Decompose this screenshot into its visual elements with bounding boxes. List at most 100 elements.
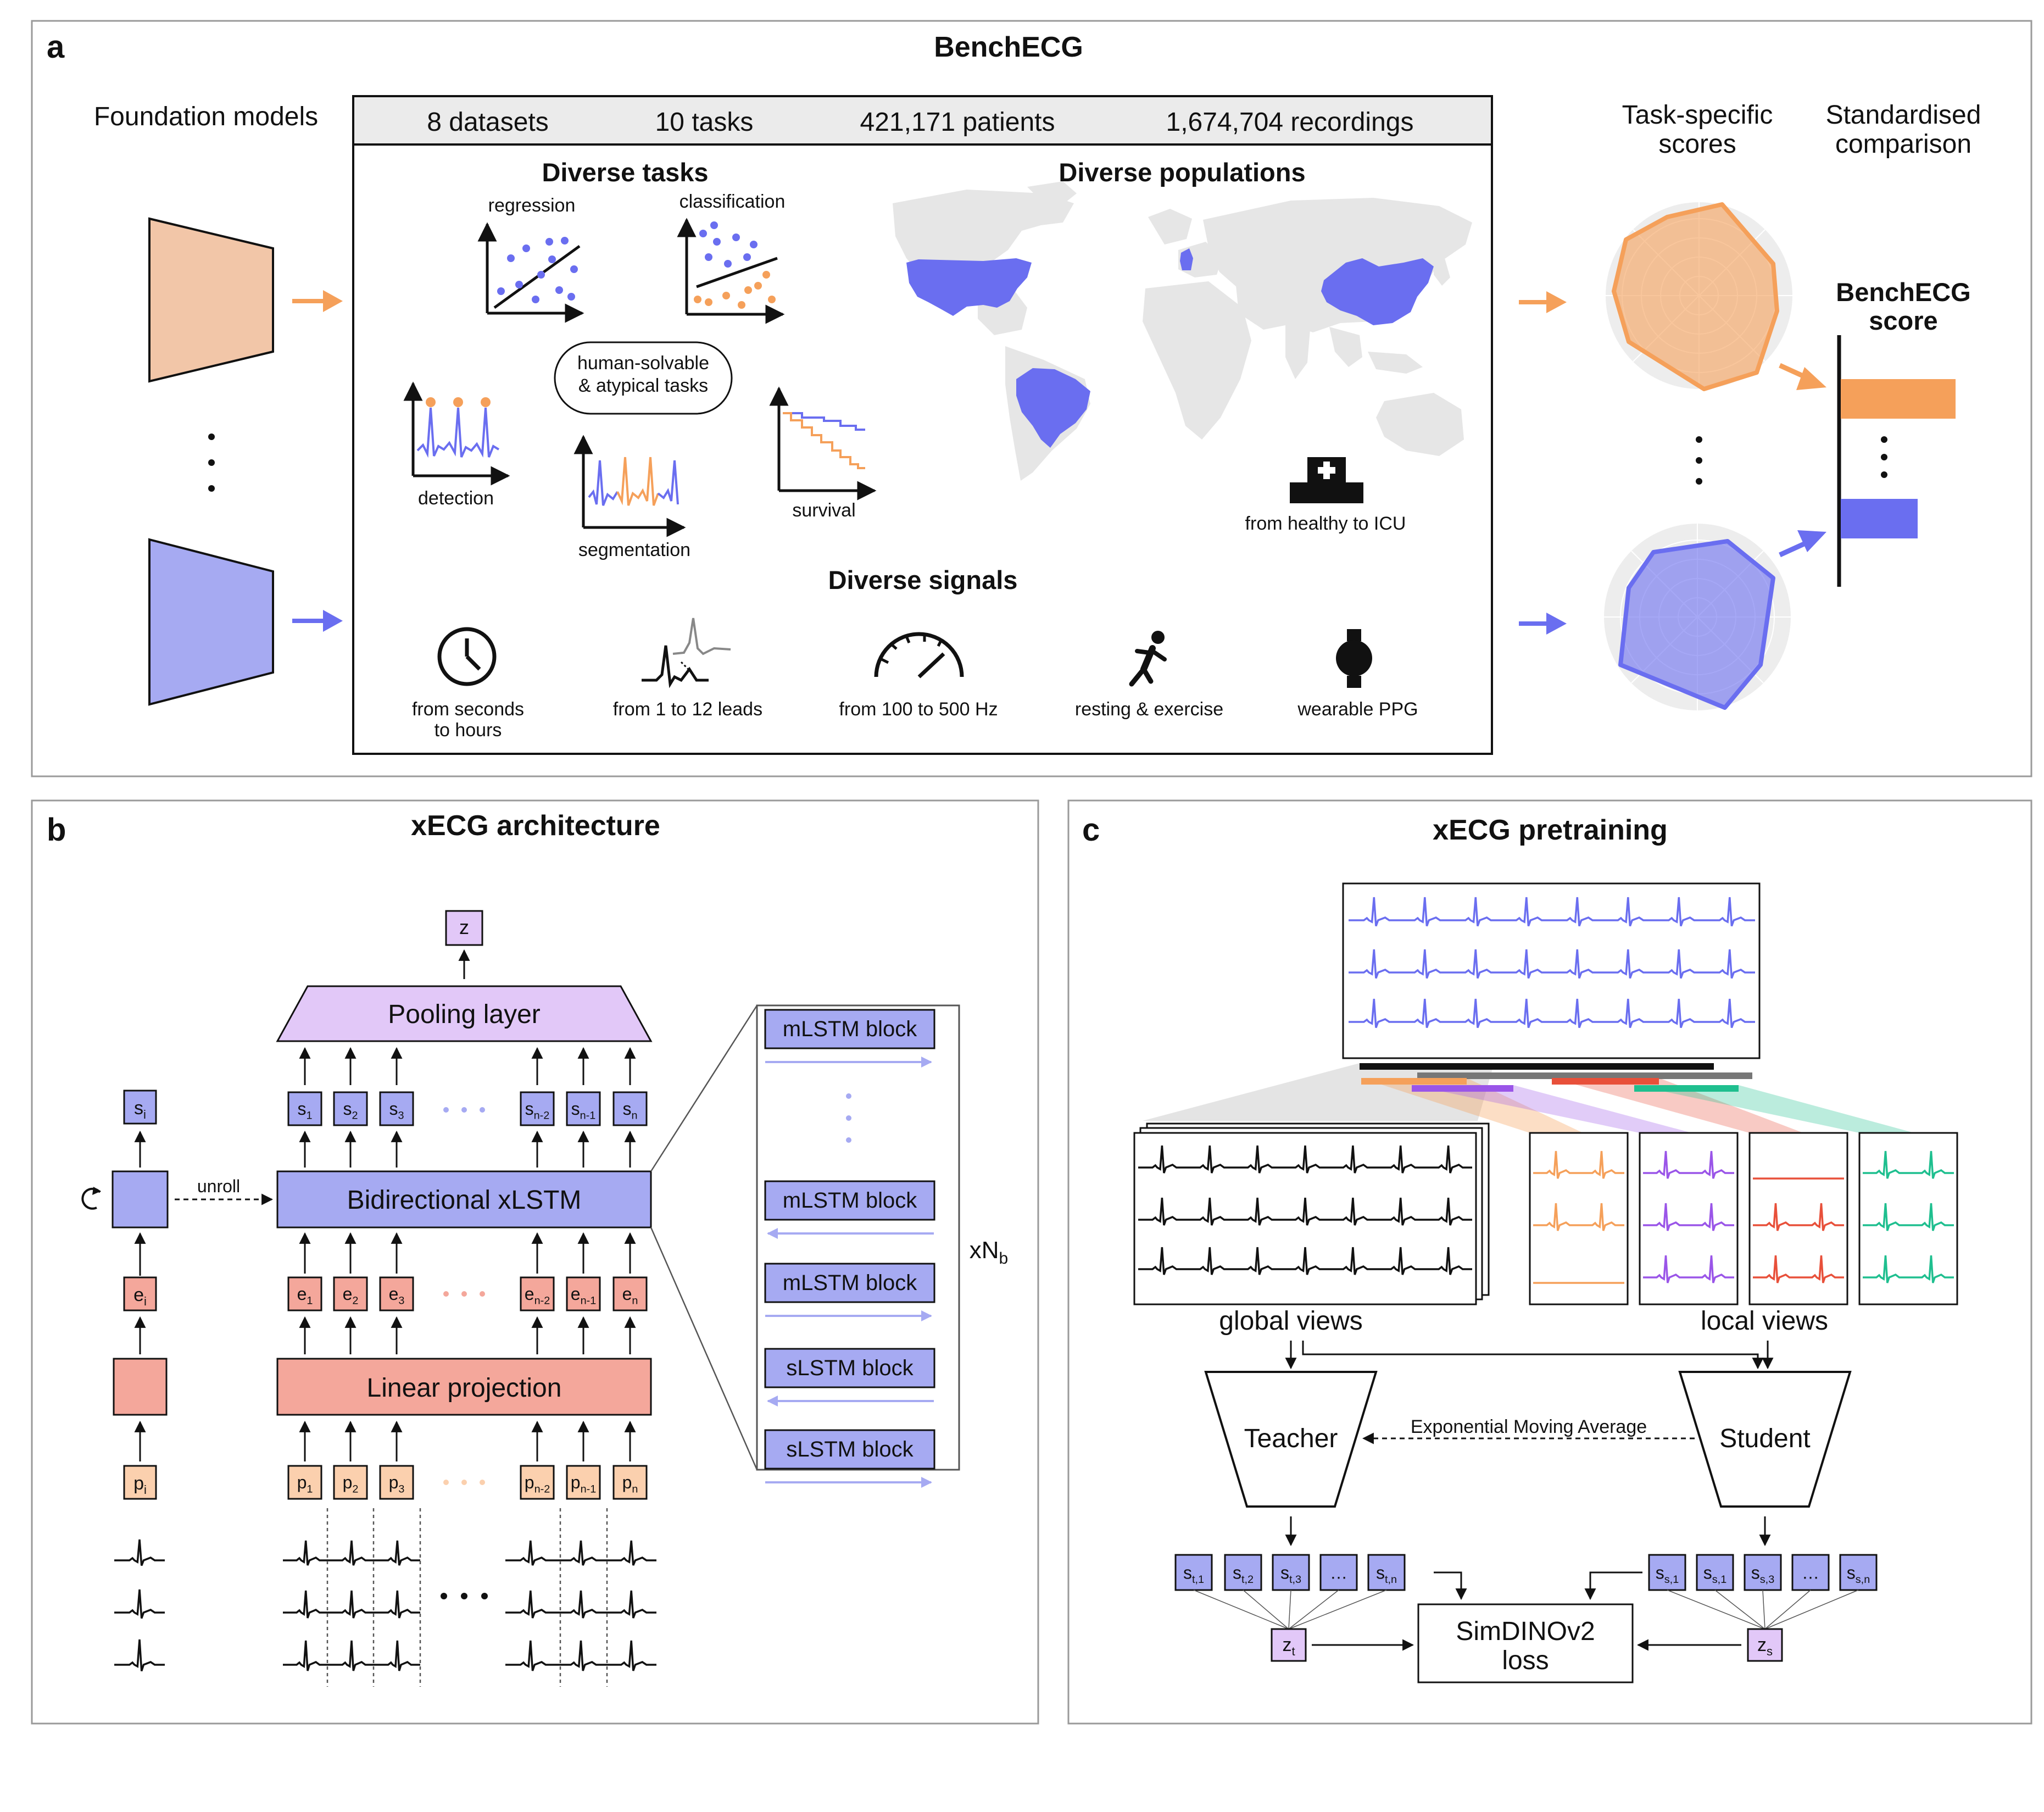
- e-token: e3: [379, 1276, 414, 1311]
- teacher-token: st,n: [1367, 1554, 1406, 1591]
- zoom-line-top: [650, 1005, 758, 1172]
- lstm-block: mLSTM block: [764, 1009, 935, 1068]
- runner-icon: [1129, 631, 1167, 687]
- svg-text:en-1: en-1: [571, 1284, 596, 1307]
- signal-exercise-label: resting & exercise: [1075, 699, 1223, 720]
- panel-c-title: xECG pretraining: [1433, 814, 1668, 846]
- svg-text:s1: s1: [297, 1099, 312, 1122]
- ecg-ellipsis: [441, 1593, 488, 1599]
- teacher-token: st,2: [1224, 1554, 1262, 1591]
- student-token: …: [1791, 1554, 1830, 1591]
- svg-text:st,1: st,1: [1183, 1563, 1204, 1586]
- fan-violet: [1412, 1085, 1692, 1133]
- p-dots: [443, 1480, 485, 1485]
- s-token: sn-1: [566, 1091, 601, 1126]
- panel-b-frame: [31, 799, 1039, 1725]
- watch-icon: [1336, 629, 1372, 688]
- block-dots: [846, 1093, 851, 1143]
- global-view-lead: [1138, 1145, 1472, 1174]
- block-stack-frame: [756, 1004, 960, 1471]
- patch-trace: [505, 1640, 656, 1671]
- stat-tasks: 10 tasks: [655, 108, 754, 137]
- student-token: ss,1: [1648, 1554, 1686, 1591]
- arrow-blue-mid: [1519, 613, 1567, 635]
- arrow-blue-score: [1779, 530, 1826, 558]
- stat-recordings: 1,674,704 recordings: [1166, 108, 1414, 137]
- pi-token-label: pi: [133, 1473, 147, 1497]
- teacher-token: st,3: [1272, 1554, 1310, 1591]
- bidirectional-xlstm-label: Bidirectional xLSTM: [347, 1186, 582, 1215]
- usa-highlight: [906, 258, 1032, 316]
- local-view: [1529, 1132, 1629, 1305]
- human-solvable-line1: human-solvable: [577, 353, 709, 374]
- lstm-block: mLSTM block: [764, 1180, 935, 1239]
- foundation-model-blue: [148, 538, 274, 706]
- global-view-lead: [1138, 1197, 1472, 1226]
- local-views: [1529, 1132, 1958, 1305]
- ecg-patches: [114, 1508, 656, 1687]
- single-patch-trace: [114, 1589, 165, 1619]
- e-token: en-1: [566, 1276, 601, 1311]
- diverse-populations-title: Diverse populations: [1059, 158, 1305, 187]
- local-views-label: local views: [1701, 1307, 1828, 1336]
- teacher-label: Teacher: [1244, 1424, 1338, 1453]
- ecg-leads-icon: [642, 618, 731, 688]
- svg-text:ss,n: ss,n: [1847, 1563, 1870, 1586]
- classification-icon: [677, 218, 785, 324]
- svg-text:e3: e3: [389, 1284, 405, 1307]
- radar-dots: [1696, 436, 1702, 485]
- linear-projection: [276, 1358, 652, 1416]
- svg-text:en-2: en-2: [525, 1284, 550, 1307]
- si-token-label: si: [134, 1098, 146, 1121]
- single-patch-trace: [114, 1639, 165, 1672]
- uk-highlight: [1180, 248, 1193, 270]
- global-views-label: global views: [1219, 1307, 1362, 1336]
- pooling-layer-label: Pooling layer: [388, 1000, 541, 1029]
- arrow-global-student: [1302, 1341, 1764, 1370]
- xnb-label: xNb: [970, 1237, 1008, 1268]
- full-ecg-traces: [1349, 897, 1755, 1029]
- crop-bar-black: [1360, 1063, 1714, 1070]
- p-token: pn-1: [566, 1465, 601, 1500]
- svg-text:p3: p3: [389, 1472, 405, 1496]
- svg-text:p2: p2: [343, 1472, 359, 1496]
- human-solvable-line2: & atypical tasks: [578, 375, 708, 396]
- e-token: en-2: [520, 1276, 555, 1311]
- student-token: ss,1: [1696, 1554, 1734, 1591]
- loss-line1: SimDINOv2: [1456, 1617, 1595, 1646]
- crop-bar-gray: [1417, 1072, 1752, 1079]
- crop-bar-green: [1634, 1085, 1739, 1092]
- svg-text:…: …: [1330, 1563, 1347, 1583]
- s-token: s2: [333, 1091, 368, 1126]
- student-network: [1678, 1371, 1852, 1508]
- fan-global: [1143, 1063, 1494, 1121]
- token-arrows: [299, 1047, 636, 1461]
- zt-node: [1271, 1628, 1307, 1662]
- svg-text:mLSTM block: mLSTM block: [783, 1271, 917, 1295]
- panel-b-title: xECG architecture: [411, 810, 660, 842]
- global-view-traces: [1138, 1145, 1472, 1275]
- svg-text:ss,1: ss,1: [1703, 1563, 1726, 1586]
- si-token: [123, 1090, 157, 1125]
- p-token: p2: [333, 1465, 368, 1500]
- svg-text:mLSTM block: mLSTM block: [783, 1188, 917, 1213]
- s-token: s1: [287, 1091, 322, 1126]
- pi-token: [123, 1465, 157, 1500]
- loop-icon: [81, 1187, 101, 1210]
- patch-trace: [283, 1590, 420, 1619]
- world-map: [893, 181, 1472, 481]
- full-ecg-lead: [1349, 897, 1755, 927]
- panel-b-letter: b: [47, 812, 66, 848]
- score-bar-orange: [1841, 379, 1956, 419]
- teacher-token: st,1: [1174, 1554, 1213, 1591]
- stats-header: [352, 95, 1493, 146]
- teacher-network: [1204, 1371, 1378, 1508]
- detection-icon: [403, 381, 510, 486]
- s-dots: [443, 1107, 485, 1113]
- p-token: pn: [612, 1465, 648, 1500]
- hospital-icon: [1290, 457, 1363, 503]
- arrow-ss-loss: [1584, 1571, 1642, 1600]
